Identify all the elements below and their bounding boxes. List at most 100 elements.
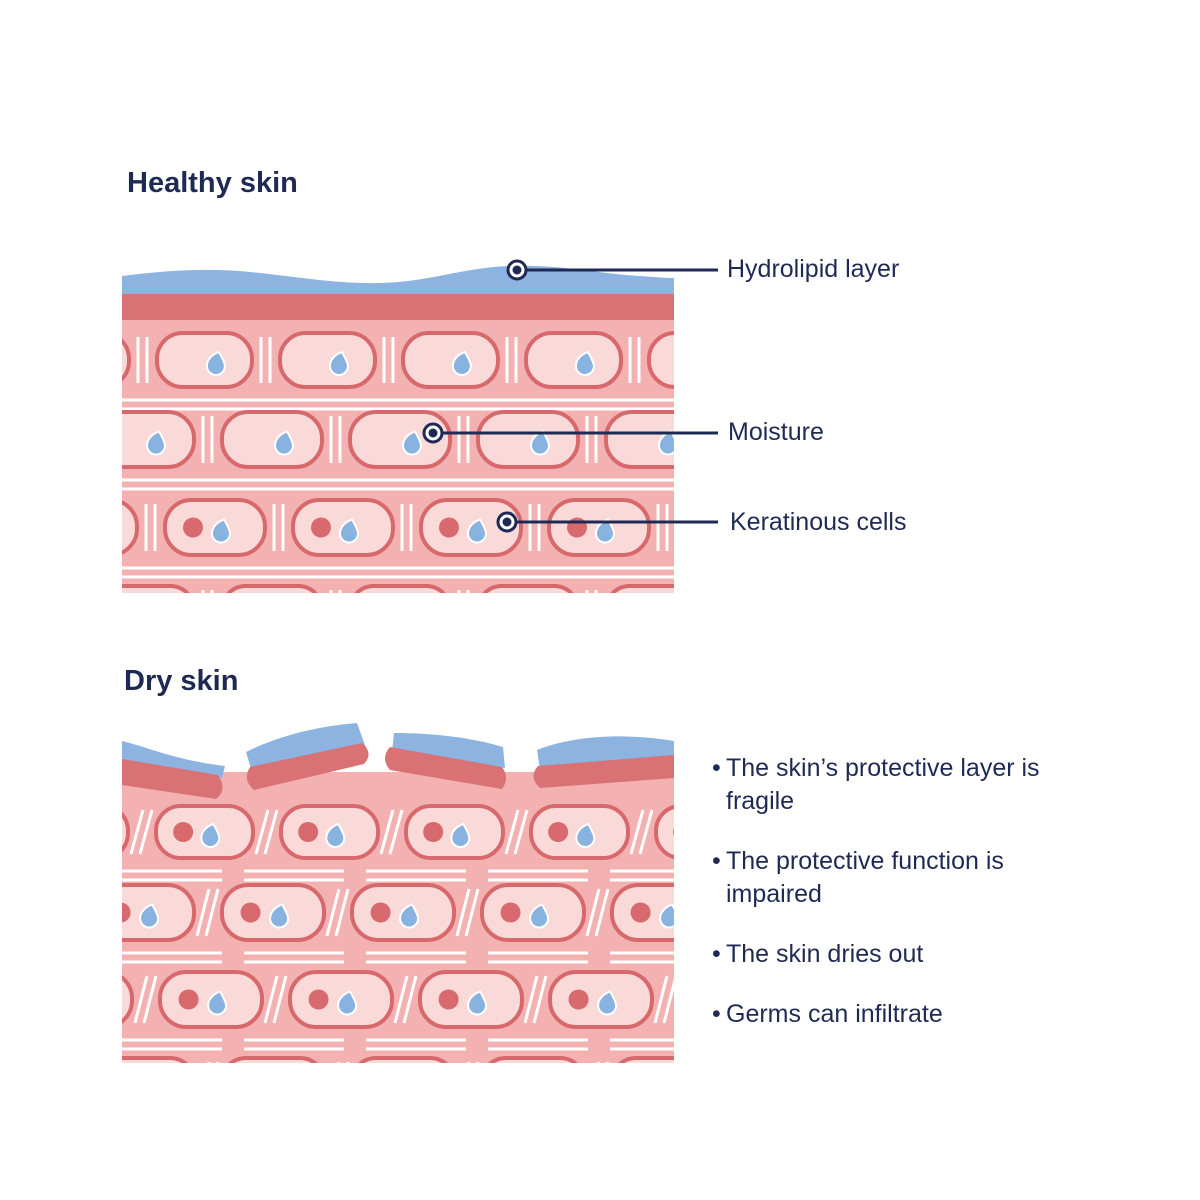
cell-nucleus <box>631 1073 651 1093</box>
hydrolipid-layer-label: Hydrolipid layer <box>727 255 900 283</box>
moisture-droplet <box>84 520 102 543</box>
callout-keratinous <box>496 511 718 533</box>
moisture-droplet <box>338 518 360 544</box>
moisture-droplet <box>529 430 551 456</box>
keratinous-cell <box>122 410 196 469</box>
effect-text: The skin dries out <box>726 940 924 968</box>
moisture-droplet <box>525 603 543 626</box>
moisture-droplet <box>529 903 550 929</box>
cell-nucleus <box>241 1073 261 1093</box>
cell-nucleus <box>240 601 260 621</box>
moisture-droplet <box>141 603 159 626</box>
fiber-line <box>346 1061 350 1063</box>
cell-nucleus <box>308 989 329 1010</box>
fiber-line <box>263 975 279 1024</box>
keratinous-cells-label: Keratinous cells <box>730 508 907 536</box>
cell-nucleus <box>49 990 69 1010</box>
keratinous-cell <box>358 1056 448 1063</box>
moisture-droplet <box>909 603 927 626</box>
cell-nucleus <box>423 822 444 842</box>
moisture-droplet <box>400 1075 418 1098</box>
keratinous-cell <box>122 500 139 555</box>
moisture-droplet <box>466 518 488 544</box>
cell-nucleus <box>673 827 674 837</box>
keratinous-cell <box>122 883 196 942</box>
cell-nucleus <box>173 822 194 842</box>
fiber-line <box>726 1062 738 1104</box>
cell-nucleus <box>55 518 75 538</box>
bullet-dot: • <box>712 1000 721 1028</box>
bullet-dot: • <box>712 847 721 875</box>
cell-nucleus <box>311 517 331 538</box>
effect-item: •Germs can infiltrate <box>712 998 1042 1031</box>
fiber-line <box>717 1062 729 1104</box>
stratum-fragment <box>533 755 674 788</box>
fiber-line <box>467 1061 471 1063</box>
moisture-droplet <box>210 518 232 544</box>
cell-nucleus <box>880 601 900 621</box>
moisture-droplet <box>574 350 595 376</box>
fiber-line <box>388 809 404 855</box>
moisture-droplet <box>530 1075 548 1098</box>
keratinous-cell <box>220 410 324 469</box>
cell-nucleus <box>122 902 131 923</box>
fiber-line <box>986 1062 998 1104</box>
keratinous-cell <box>618 1056 674 1063</box>
moisture-droplet <box>328 350 349 376</box>
moisture-droplet <box>653 603 671 626</box>
fiber-line <box>662 977 674 1024</box>
fiber-line <box>629 809 645 855</box>
cell-nucleus <box>624 601 644 621</box>
keratinous-cell <box>226 584 318 593</box>
cell-nucleus <box>183 517 203 538</box>
callout-hydrolipid <box>506 259 718 281</box>
moisture-droplet <box>205 350 226 376</box>
keratinous-cell <box>476 410 580 469</box>
fiber-line <box>402 975 418 1024</box>
moisture-droplet <box>337 990 358 1016</box>
effect-text: The protective function is impaired <box>726 847 1004 908</box>
fiber-line <box>638 809 654 855</box>
moisture-droplet <box>145 430 167 456</box>
cell-nucleus <box>568 989 589 1010</box>
keratinous-cell <box>122 338 131 382</box>
fiber-line <box>207 1061 211 1063</box>
fiber-line <box>585 888 601 937</box>
cell-nucleus <box>501 1073 521 1093</box>
fiber-line <box>455 888 471 937</box>
effect-item: •The skin’s protective layer is fragile <box>712 752 1042 818</box>
bullet-dot: • <box>712 754 721 782</box>
healthy-skin-title: Healthy skin <box>127 167 298 199</box>
keratinous-cell <box>278 331 377 389</box>
cell-nucleus <box>439 517 459 538</box>
dry-cell-grid <box>49 804 998 1108</box>
fiber-line <box>977 1062 989 1104</box>
moisture-droplet <box>657 430 674 456</box>
moisture-droplet <box>401 430 423 456</box>
moisture-droplet <box>920 1075 938 1098</box>
cell-nucleus <box>500 902 521 923</box>
keratinous-cell <box>482 584 574 593</box>
dry-skin-effects-list: •The skin’s protective layer is fragile … <box>712 752 1042 1058</box>
keratinous-cell <box>354 584 446 593</box>
healthy-stratum-corneum <box>122 293 674 320</box>
fiber-line <box>532 975 548 1024</box>
keratinous-cell <box>604 410 674 469</box>
moisture-droplet <box>915 432 933 455</box>
effect-text: The skin’s protective layer is fragile <box>726 754 1040 815</box>
fiber-line <box>476 1061 480 1063</box>
fiber-line <box>653 975 669 1024</box>
moisture-droplet <box>140 1075 158 1098</box>
dry-skin-illustration <box>49 723 998 1108</box>
keratinous-cell <box>122 975 134 1024</box>
fiber-line <box>129 809 145 855</box>
fiber-line <box>464 888 480 937</box>
keratinous-cell <box>872 1058 974 1108</box>
fiber-line <box>523 975 539 1024</box>
fiber-line <box>594 888 610 937</box>
fiber-line <box>204 888 220 937</box>
moisture-label: Moisture <box>728 418 824 446</box>
cell-nucleus <box>752 601 772 621</box>
cell-nucleus <box>368 601 388 621</box>
